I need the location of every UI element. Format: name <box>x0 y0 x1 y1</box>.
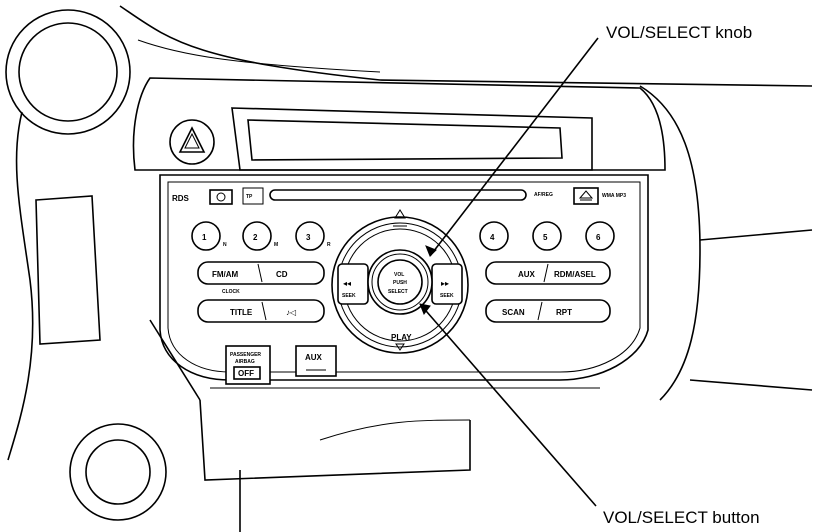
preset-sublabel-m: M <box>274 242 278 248</box>
airbag-line1: PASSENGER <box>230 352 261 358</box>
title-button-label: TITLE <box>230 308 253 317</box>
cd-button-label: CD <box>276 270 288 279</box>
af-reg-label: AF/REG <box>534 192 553 198</box>
preset-button-4[interactable]: 4 <box>479 221 509 251</box>
eject-icon <box>578 190 594 201</box>
tp-label: TP <box>246 194 253 200</box>
aux-jack[interactable] <box>295 345 337 377</box>
svg-text:4: 4 <box>490 233 495 242</box>
aux-jack-label: AUX <box>305 353 323 362</box>
airbag-off-label: OFF <box>238 369 254 378</box>
svg-text:1: 1 <box>202 233 207 242</box>
knob-select-label: SELECT <box>388 289 408 295</box>
eject-up-icon <box>394 209 406 219</box>
preset-button-1[interactable]: 1 <box>191 221 221 251</box>
wma-mp3-badge: WMA MP3 <box>602 193 626 199</box>
aux-rdm-rocker[interactable] <box>485 261 611 285</box>
power-button[interactable] <box>209 189 233 205</box>
power-icon <box>216 192 226 202</box>
preset-button-6[interactable]: 6 <box>585 221 615 251</box>
preset-button-2[interactable]: 2 <box>242 221 272 251</box>
tp-badge <box>242 187 264 205</box>
knob-leader-line <box>429 37 599 257</box>
preset-sublabel-r: R <box>327 242 331 248</box>
seek-back-icon: ◂◂ <box>343 279 351 288</box>
fm-am-cd-rocker[interactable] <box>197 261 325 285</box>
svg-text:2: 2 <box>253 233 258 242</box>
svg-text:3: 3 <box>306 233 311 242</box>
rpt-button-label: RPT <box>556 308 572 317</box>
preset-button-3[interactable]: 3 <box>295 221 325 251</box>
dashboard-outline <box>5 5 813 532</box>
preset-sublabel-n: N <box>223 242 227 248</box>
preset-button-5[interactable]: 5 <box>532 221 562 251</box>
vol-select-button[interactable] <box>377 259 423 305</box>
music-note-icon: ♪◁ <box>286 308 296 317</box>
hazard-icon <box>178 126 206 153</box>
seek-forward-icon: ▸▸ <box>441 279 449 288</box>
title-jack-rocker[interactable] <box>197 299 325 323</box>
clock-label: CLOCK <box>222 289 240 295</box>
svg-text:5: 5 <box>543 233 548 242</box>
seek-forward-label: SEEK <box>440 293 454 299</box>
aux-button-label: AUX <box>518 270 536 279</box>
fm-am-button-label: FM/AM <box>212 270 239 279</box>
vol-select-knob[interactable]: VOL PUSH SELECT <box>367 249 433 315</box>
play-label: PLAY <box>391 333 412 342</box>
knob-push-label: PUSH <box>393 280 407 286</box>
knob-vol-label: VOL <box>394 272 404 278</box>
callout-vol-select-knob: VOL/SELECT knob <box>606 23 752 42</box>
callout-vol-select-button: VOL/SELECT button <box>603 508 760 527</box>
rdm-asel-button-label: RDM/ASEL <box>554 270 596 279</box>
seek-back-label: SEEK <box>342 293 356 299</box>
audio-faceplate: RDS TP AF/REG WMA MP3 1 N 2 M 3 R 4 <box>159 174 649 381</box>
callout-lines <box>419 37 599 507</box>
cd-slot <box>269 189 527 201</box>
scan-button-label: SCAN <box>502 308 525 317</box>
scan-rpt-rocker[interactable] <box>485 299 611 323</box>
svg-text:6: 6 <box>596 233 601 242</box>
button-leader-line <box>419 303 597 507</box>
play-down-icon <box>395 343 405 351</box>
upper-bezel <box>132 77 666 171</box>
control-ring <box>331 216 469 354</box>
hazard-button[interactable] <box>169 119 215 165</box>
airbag-line2: AIRBAG <box>235 359 255 365</box>
lower-panel: PASSENGER AIRBAG OFF AUX <box>210 345 600 389</box>
rds-logo: RDS <box>172 194 190 203</box>
